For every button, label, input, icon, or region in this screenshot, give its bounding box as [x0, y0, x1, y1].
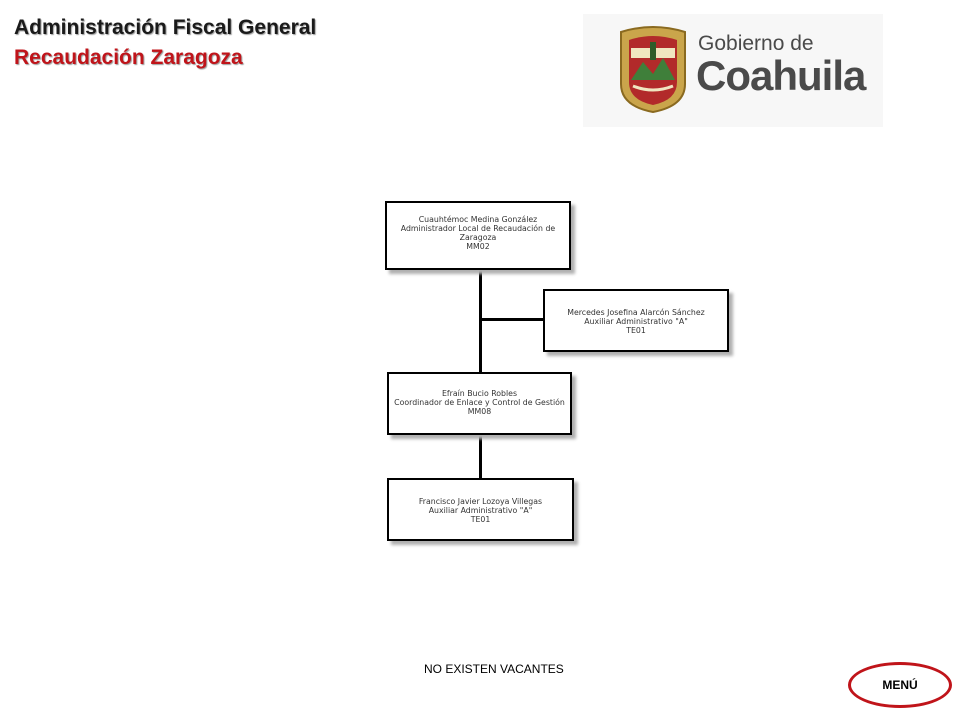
node-name: Francisco Javier Lozoya Villegas	[418, 497, 543, 506]
org-node-administrador: Cuauhtémoc Medina González Administrador…	[385, 201, 571, 270]
node-code: MM02	[466, 242, 490, 251]
org-node-auxiliar: Francisco Javier Lozoya Villegas Auxilia…	[387, 478, 574, 541]
node-code: MM08	[467, 407, 492, 416]
connector-horizontal-assistant	[481, 318, 545, 321]
logo-text-top: Gobierno de	[698, 32, 814, 55]
connector-vertical-lower	[479, 433, 482, 480]
government-logo: Gobierno de Coahuila	[583, 14, 883, 127]
node-role: Coordinador de Enlace y Control de Gesti…	[394, 398, 565, 407]
node-name: Efraín Bucio Robles	[441, 389, 518, 398]
org-node-coordinador: Efraín Bucio Robles Coordinador de Enlac…	[387, 372, 572, 435]
node-role-continued: Zaragoza	[459, 233, 497, 242]
page-title: Administración Fiscal General	[14, 16, 317, 39]
node-code: TE01	[470, 515, 491, 524]
vacancy-note: NO EXISTEN VACANTES	[424, 662, 564, 676]
logo-text-main: Coahuila	[696, 52, 866, 99]
node-role: Administrador Local de Recaudación de	[400, 224, 556, 233]
connector-vertical-main	[479, 268, 482, 374]
org-node-auxiliar-staff: Mercedes Josefina Alarcón Sánchez Auxili…	[543, 289, 729, 352]
node-role: Auxiliar Administrativo "A"	[584, 317, 688, 326]
menu-button[interactable]: MENÚ	[848, 662, 952, 708]
node-code: TE01	[626, 326, 646, 335]
coat-of-arms-icon	[620, 26, 686, 114]
page-subtitle: Recaudación Zaragoza	[14, 46, 243, 69]
node-name: Mercedes Josefina Alarcón Sánchez	[567, 308, 705, 317]
node-role: Auxiliar Administrativo "A"	[428, 506, 533, 515]
node-name: Cuauhtémoc Medina González	[418, 215, 538, 224]
